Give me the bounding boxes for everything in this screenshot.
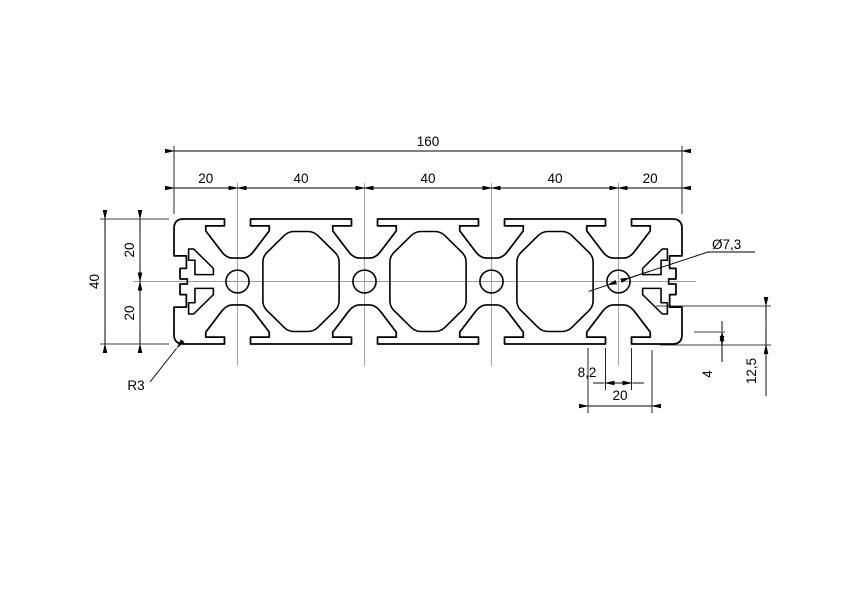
diameter-leader [629,251,755,279]
profile-outline [173,218,683,345]
core-hole-3 [479,269,504,294]
dim-lip-height: 4 [700,370,715,378]
end-cavity-bottom-right [641,287,669,315]
core-hole-1 [225,269,250,294]
dim-slot-width: 20 [612,388,627,403]
dim-segment-3: 40 [420,171,435,186]
dim-left-segment-1: 20 [122,242,137,257]
dim-corner-radius: R3 [127,378,144,393]
dim-segment-5: 20 [643,171,658,186]
dimension-labels: 160 20 40 40 40 20 40 20 20 Ø7,3 R3 8,2 … [87,134,759,403]
radius-leader [149,339,185,383]
dimension-lines [102,148,769,409]
dim-left-segment-2: 20 [122,305,137,320]
dim-overall-height: 40 [87,274,102,289]
end-cavity-bottom-left [187,287,215,315]
dim-segment-4: 40 [547,171,562,186]
dim-segment-2: 40 [293,171,308,186]
centerlines [133,183,696,366]
end-cavity-top-right [641,248,669,276]
core-hole-2 [352,269,377,294]
dim-slot-depth: 12,5 [744,358,759,384]
end-cavity-top-left [187,248,215,276]
dim-segment-1: 20 [198,171,213,186]
dim-hole-diameter: Ø7,3 [712,237,741,252]
dim-overall-width: 160 [417,134,440,149]
dim-slot-opening: 8,2 [578,365,597,380]
